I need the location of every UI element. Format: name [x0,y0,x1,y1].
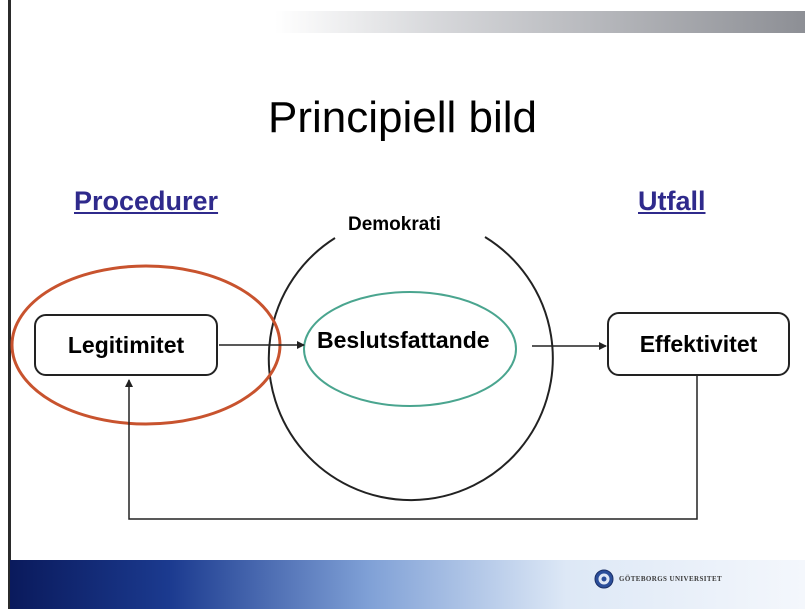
university-logo-text: GÖTEBORGS UNIVERSITET [619,575,723,583]
slide-title: Principiell bild [267,93,537,142]
heading-utfall: Utfall [638,186,706,216]
box-effektivitet-label: Effektivitet [639,330,758,357]
beslutsfattande-ellipse [303,291,517,407]
beslutsfattande-label: Beslutsfattande [317,327,490,353]
left-rule [8,0,11,609]
university-logo: GÖTEBORGS UNIVERSITET [594,569,722,589]
box-legitimitet-label: Legitimitet [67,331,185,358]
university-seal-icon [594,569,614,589]
bottom-gradient-band [10,560,805,609]
feedback-loop [125,376,698,520]
demokrati-label: Demokrati [348,214,441,235]
top-gradient-bar [275,11,805,33]
box-effektivitet: Effektivitet [607,312,790,376]
heading-procedurer: Procedurer [74,186,219,216]
demokrati-circle [267,236,554,502]
box-legitimitet: Legitimitet [34,314,218,376]
